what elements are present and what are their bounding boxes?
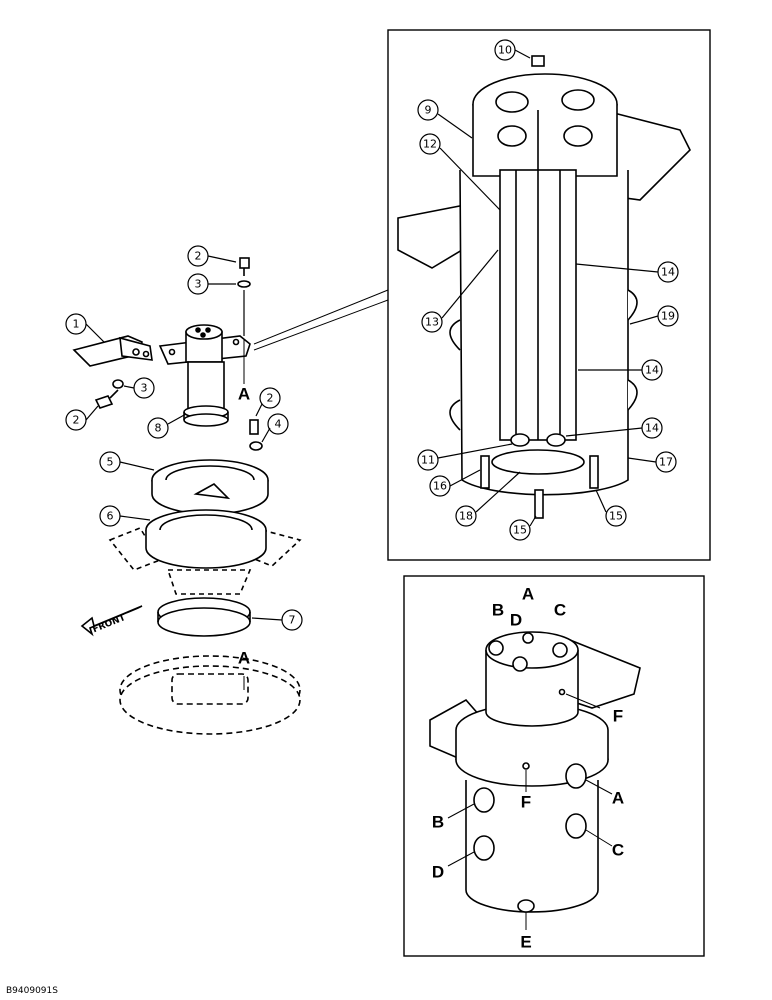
callout-17: 17 [659, 456, 673, 469]
port-label-c: C [554, 601, 566, 620]
cutaway-panel [387, 29, 711, 561]
port-label-c: C [612, 841, 624, 860]
callouts-cutaway [417, 39, 679, 541]
callout-12: 12 [423, 138, 437, 151]
callout-18: 18 [459, 510, 473, 523]
port-label-b: B [432, 813, 444, 832]
callout-5: 5 [107, 456, 114, 469]
callout-3: 3 [141, 382, 148, 395]
washer [249, 441, 263, 451]
callout-labels-cutaway: 10 9 12 13 14 19 14 14 11 17 16 15 18 15 [421, 44, 675, 537]
port-label-e: E [520, 933, 531, 952]
callout-14: 14 [661, 266, 675, 279]
bolt [249, 419, 259, 435]
callout-16: 16 [433, 480, 447, 493]
port-label-f: F [521, 793, 531, 812]
port-leaders [447, 693, 613, 930]
callout-15: 15 [513, 524, 527, 537]
callout-11: 11 [421, 454, 435, 467]
callout-4: 4 [275, 418, 282, 431]
callout-2: 2 [267, 392, 274, 405]
callout-13: 13 [425, 316, 439, 329]
part-seal [157, 597, 251, 637]
callout-9: 9 [425, 104, 432, 117]
callout-1: 1 [73, 318, 80, 331]
callouts-left [65, 245, 303, 631]
callout-6: 6 [107, 510, 114, 523]
guide-lines [243, 289, 389, 690]
part-mount-ring [151, 459, 269, 515]
port-view-panel: A B C D F F A B C D E [403, 575, 705, 957]
port-label-a: A [238, 649, 250, 668]
port-label-a: A [238, 385, 250, 404]
port-label-a: A [522, 585, 534, 604]
bolt [239, 257, 250, 269]
callout-2: 2 [73, 414, 80, 427]
callout-3: 3 [195, 278, 202, 291]
part-bracket [108, 509, 302, 595]
callout-10: 10 [498, 44, 512, 57]
port-label-f: F [613, 707, 623, 726]
callout-14: 14 [645, 422, 659, 435]
callout-8: 8 [155, 422, 162, 435]
port-label-b: B [492, 601, 504, 620]
callout-19: 19 [661, 310, 675, 323]
callout-14: 14 [645, 364, 659, 377]
front-label: FRONT [91, 613, 127, 635]
part-swivel-joint [158, 324, 251, 427]
washer [112, 379, 124, 389]
bolt [94, 395, 114, 409]
front-arrow [80, 605, 143, 637]
washer [237, 280, 251, 288]
part-lever [72, 335, 153, 367]
port-label-d: D [432, 863, 444, 882]
figure-number: B9409091S [6, 986, 58, 996]
port-view-body [429, 631, 641, 913]
port-label-d: D [510, 611, 522, 630]
callout-2: 2 [195, 250, 202, 263]
port-label-a: A [612, 789, 624, 808]
callout-15: 15 [609, 510, 623, 523]
exploded-view [72, 257, 302, 735]
cutaway-body [397, 55, 691, 519]
part-turntable [119, 655, 301, 735]
callout-7: 7 [289, 614, 296, 627]
